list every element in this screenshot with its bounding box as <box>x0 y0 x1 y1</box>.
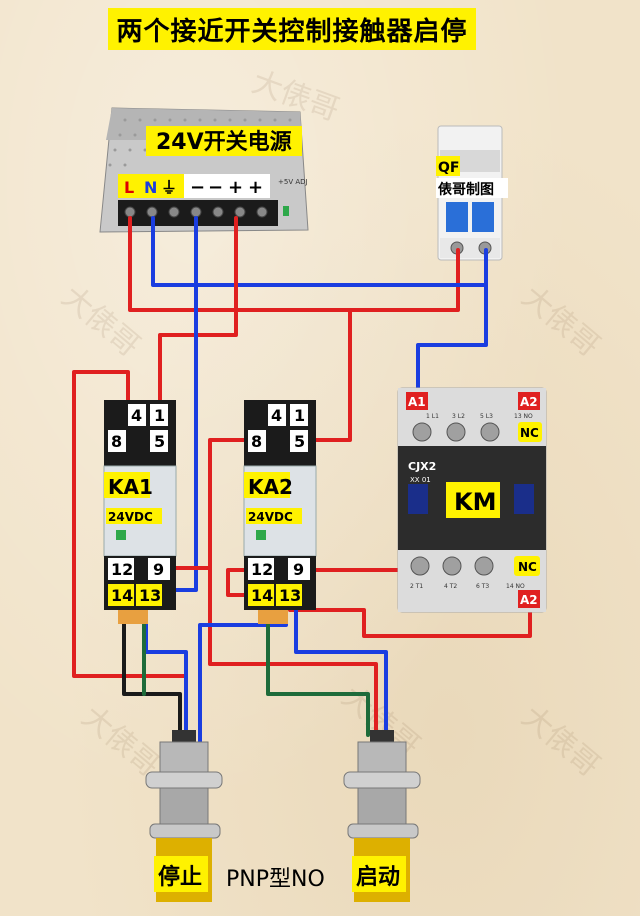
relay-ka2: 4 1 8 5 KA2 24VDC 12 9 14 13 <box>243 400 317 624</box>
ka1-pin-5: 5 <box>154 432 165 451</box>
sensor-type-label: PNP型NO <box>226 867 325 892</box>
ka1-pin-13: 13 <box>139 586 161 605</box>
terminal-label-l: L <box>124 178 134 197</box>
terminal-label-neg2: − <box>208 177 223 198</box>
ka2-pin-8: 8 <box>251 432 262 451</box>
ka1-pin-1: 1 <box>154 406 165 425</box>
ka1-pin-8: 8 <box>111 432 122 451</box>
terminal-label-n: N <box>144 178 157 197</box>
ka2-voltage: 24VDC <box>248 510 293 524</box>
relay-ka1: 4 1 8 5 KA1 24VDC 12 9 14 13 <box>103 400 177 624</box>
sensor-left: 停止 <box>145 730 223 902</box>
km-label: KM <box>454 488 496 516</box>
km-t2-label: 4 T2 <box>444 583 457 590</box>
power-supply: 24V开关电源 L N ⏚ − − + + +5V ADJ <box>99 107 309 233</box>
km-nc-top-label: NC <box>520 426 539 440</box>
ka2-pin-1: 1 <box>294 406 305 425</box>
watermark: 大俵哥 <box>55 279 146 364</box>
watermark: 大俵哥 <box>75 699 166 784</box>
ka2-pin-4: 4 <box>271 406 282 425</box>
km-a2-bottom-label: A2 <box>520 593 538 607</box>
contactor-km: A1 1 L1 3 L2 5 L3 13 NO A2 NC CJX2 XX 01… <box>397 387 547 613</box>
sensor-left-label: 停止 <box>158 864 202 890</box>
km-l2-label: 3 L2 <box>452 413 465 420</box>
km-model-sub: XX 01 <box>410 476 431 484</box>
sensor-right-label: 启动 <box>356 864 400 890</box>
breaker-qf: QF 俵哥制图 <box>436 125 508 261</box>
km-model: CJX2 <box>408 460 436 473</box>
terminal-label-pos2: + <box>248 177 263 198</box>
power-supply-label-bg <box>146 126 302 156</box>
breaker-label: QF <box>438 160 459 176</box>
ground-icon: ⏚ <box>161 178 177 197</box>
ka1-pin-12: 12 <box>111 560 133 579</box>
page-title: 两个接近开关控制接触器启停 <box>108 8 476 50</box>
sensor-right: 启动 <box>343 730 421 902</box>
ka1-pin-4: 4 <box>131 406 142 425</box>
km-l3-label: 5 L3 <box>480 413 493 420</box>
power-supply-label: 24V开关电源 <box>156 130 292 155</box>
km-a2-top-label: A2 <box>520 395 538 409</box>
km-a1-label: A1 <box>408 395 426 409</box>
ka1-pin-9: 9 <box>153 560 164 579</box>
ka2-label: KA2 <box>248 475 293 499</box>
ka2-pin-5: 5 <box>294 432 305 451</box>
km-l1-label: 1 L1 <box>426 413 439 420</box>
breaker-author: 俵哥制图 <box>438 181 494 198</box>
km-t1-label: 2 T1 <box>410 583 423 590</box>
ka2-pin-13: 13 <box>279 586 301 605</box>
terminal-label-neg1: − <box>190 177 205 198</box>
ka1-voltage: 24VDC <box>108 510 153 524</box>
ka1-label: KA1 <box>108 475 153 499</box>
ka2-pin-12: 12 <box>251 560 273 579</box>
ka2-pin-14: 14 <box>251 586 273 605</box>
ka1-pin-14: 14 <box>111 586 133 605</box>
km-13no-label: 13 NO <box>514 413 533 420</box>
watermark: 大俵哥 <box>515 279 606 364</box>
km-14no-label: 14 NO <box>506 583 525 590</box>
terminal-label-pos1: + <box>228 177 243 198</box>
km-t3-label: 6 T3 <box>476 583 489 590</box>
adj-label: +5V ADJ <box>278 178 308 186</box>
km-nc-bottom-label: NC <box>518 560 537 574</box>
ka2-pin-9: 9 <box>293 560 304 579</box>
watermark: 大俵哥 <box>515 699 606 784</box>
